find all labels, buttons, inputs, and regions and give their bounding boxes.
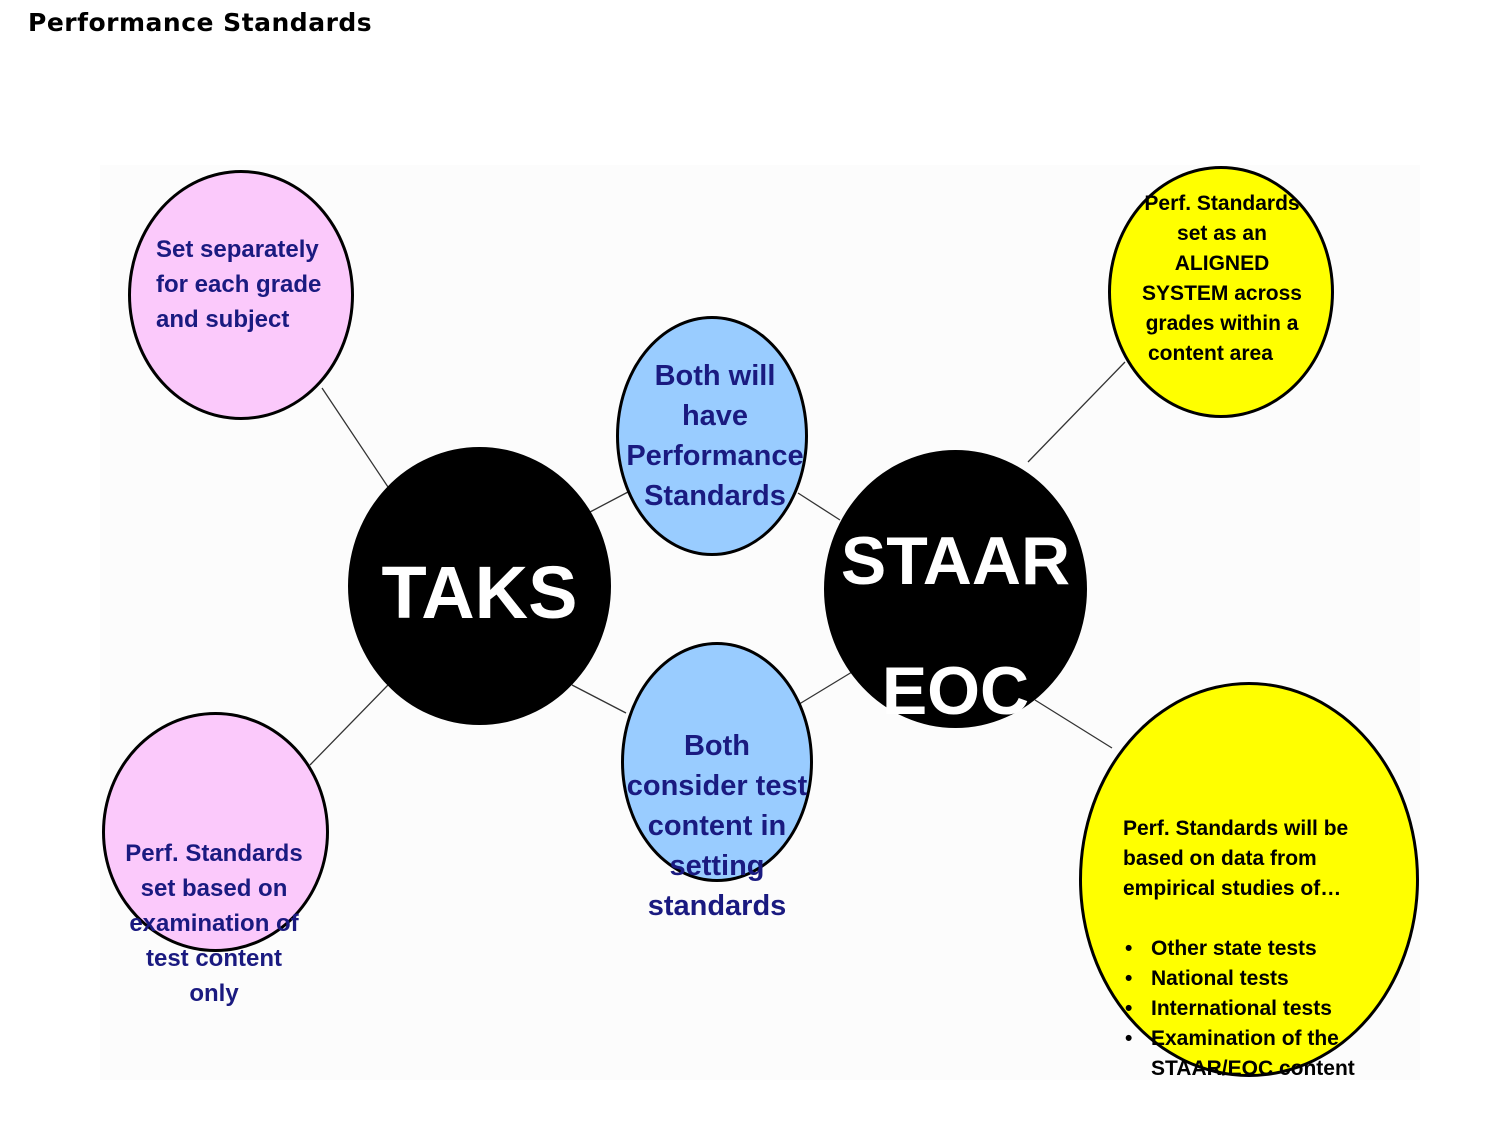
list-item: International tests	[1123, 994, 1413, 1024]
eoc-label: EOC	[881, 653, 1030, 729]
taks-grade-bubble	[128, 170, 354, 420]
taks-content-bubble	[102, 712, 329, 952]
page-title: Performance Standards	[28, 8, 373, 37]
empirical-studies-list: Other state tests National tests Interna…	[1123, 934, 1413, 1084]
shared-standards-bubble	[616, 316, 808, 556]
taks-hub	[348, 447, 611, 725]
shared-standards-text: Both will have Performance Standards	[626, 360, 804, 512]
list-item: National tests	[1123, 964, 1413, 994]
staar-label: STAAR	[840, 523, 1071, 599]
connector-staar-shared-top	[797, 492, 841, 521]
shared-content-bubble	[621, 642, 813, 882]
connector-staar-top-right	[1027, 361, 1126, 463]
shared-content-text: Both consider test content in setting st…	[626, 730, 808, 922]
connector-taks-top-left	[321, 387, 389, 488]
connector-staar-shared-bottom	[795, 671, 853, 707]
connector-taks-shared-top	[589, 491, 629, 513]
list-item: Examination of the STAAR/EOC content	[1123, 1024, 1413, 1084]
connector-staar-bottom-right	[1034, 699, 1113, 749]
taks-content-text: Perf. Standards set based on examination…	[125, 840, 303, 1007]
staar-empirical-text: Perf. Standards will be based on data fr…	[1123, 814, 1413, 1084]
taks-label: TAKS	[381, 551, 578, 634]
taks-grade-text: Set separately for each grade and subjec…	[156, 236, 322, 333]
staar-aligned-text: Perf. Standards set as an ALIGNED SYSTEM…	[1142, 192, 1302, 365]
staar-hub	[824, 450, 1087, 728]
connector-taks-bottom-left	[309, 684, 389, 766]
list-item: Other state tests	[1123, 934, 1413, 964]
staar-aligned-bubble	[1108, 166, 1334, 418]
connector-taks-shared-bottom	[571, 684, 627, 714]
